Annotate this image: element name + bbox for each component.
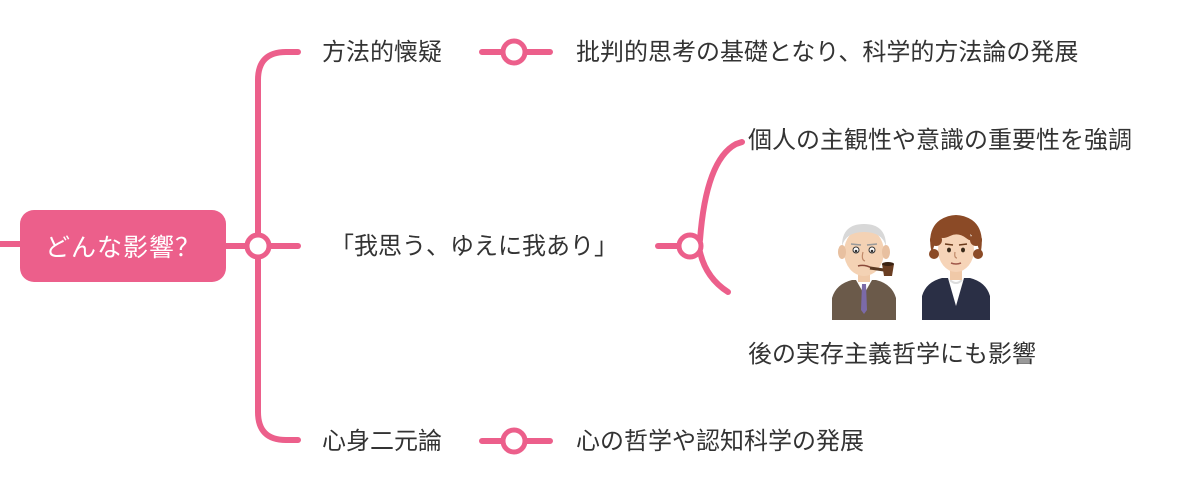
- hub-branch-3: [500, 427, 528, 455]
- branch-topic-dualism[interactable]: 心身二元論: [322, 427, 442, 455]
- hub-root: [244, 232, 272, 260]
- root-label: どんな影響？: [44, 233, 201, 262]
- subtopic-subjectivity[interactable]: 個人の主観性や意識の重要性を強調: [748, 126, 1132, 154]
- connector-branch-2-children: [697, 139, 745, 295]
- branch-topic-method-doubt[interactable]: 方法的懐疑: [322, 38, 442, 66]
- root-node[interactable]: どんな影響？: [20, 210, 226, 282]
- branch-topic-cogito[interactable]: 「我思う、ゆえに我あり」: [330, 232, 618, 260]
- hub-branch-2: [676, 232, 704, 260]
- philosopher-portrait-elder-icon: [832, 224, 896, 320]
- subtopic-critical-thinking[interactable]: 批判的思考の基礎となり、科学的方法論の発展: [576, 38, 1079, 66]
- connector-branch-1: [255, 49, 301, 249]
- philosopher-portrait-younger-icon: [922, 215, 990, 320]
- subtopic-philosophy-of-mind[interactable]: 心の哲学や認知科学の発展: [576, 427, 864, 455]
- connector-branch-3: [255, 243, 301, 443]
- subtopic-existentialism[interactable]: 後の実存主義哲学にも影響: [748, 340, 1036, 368]
- hub-branch-1: [500, 38, 528, 66]
